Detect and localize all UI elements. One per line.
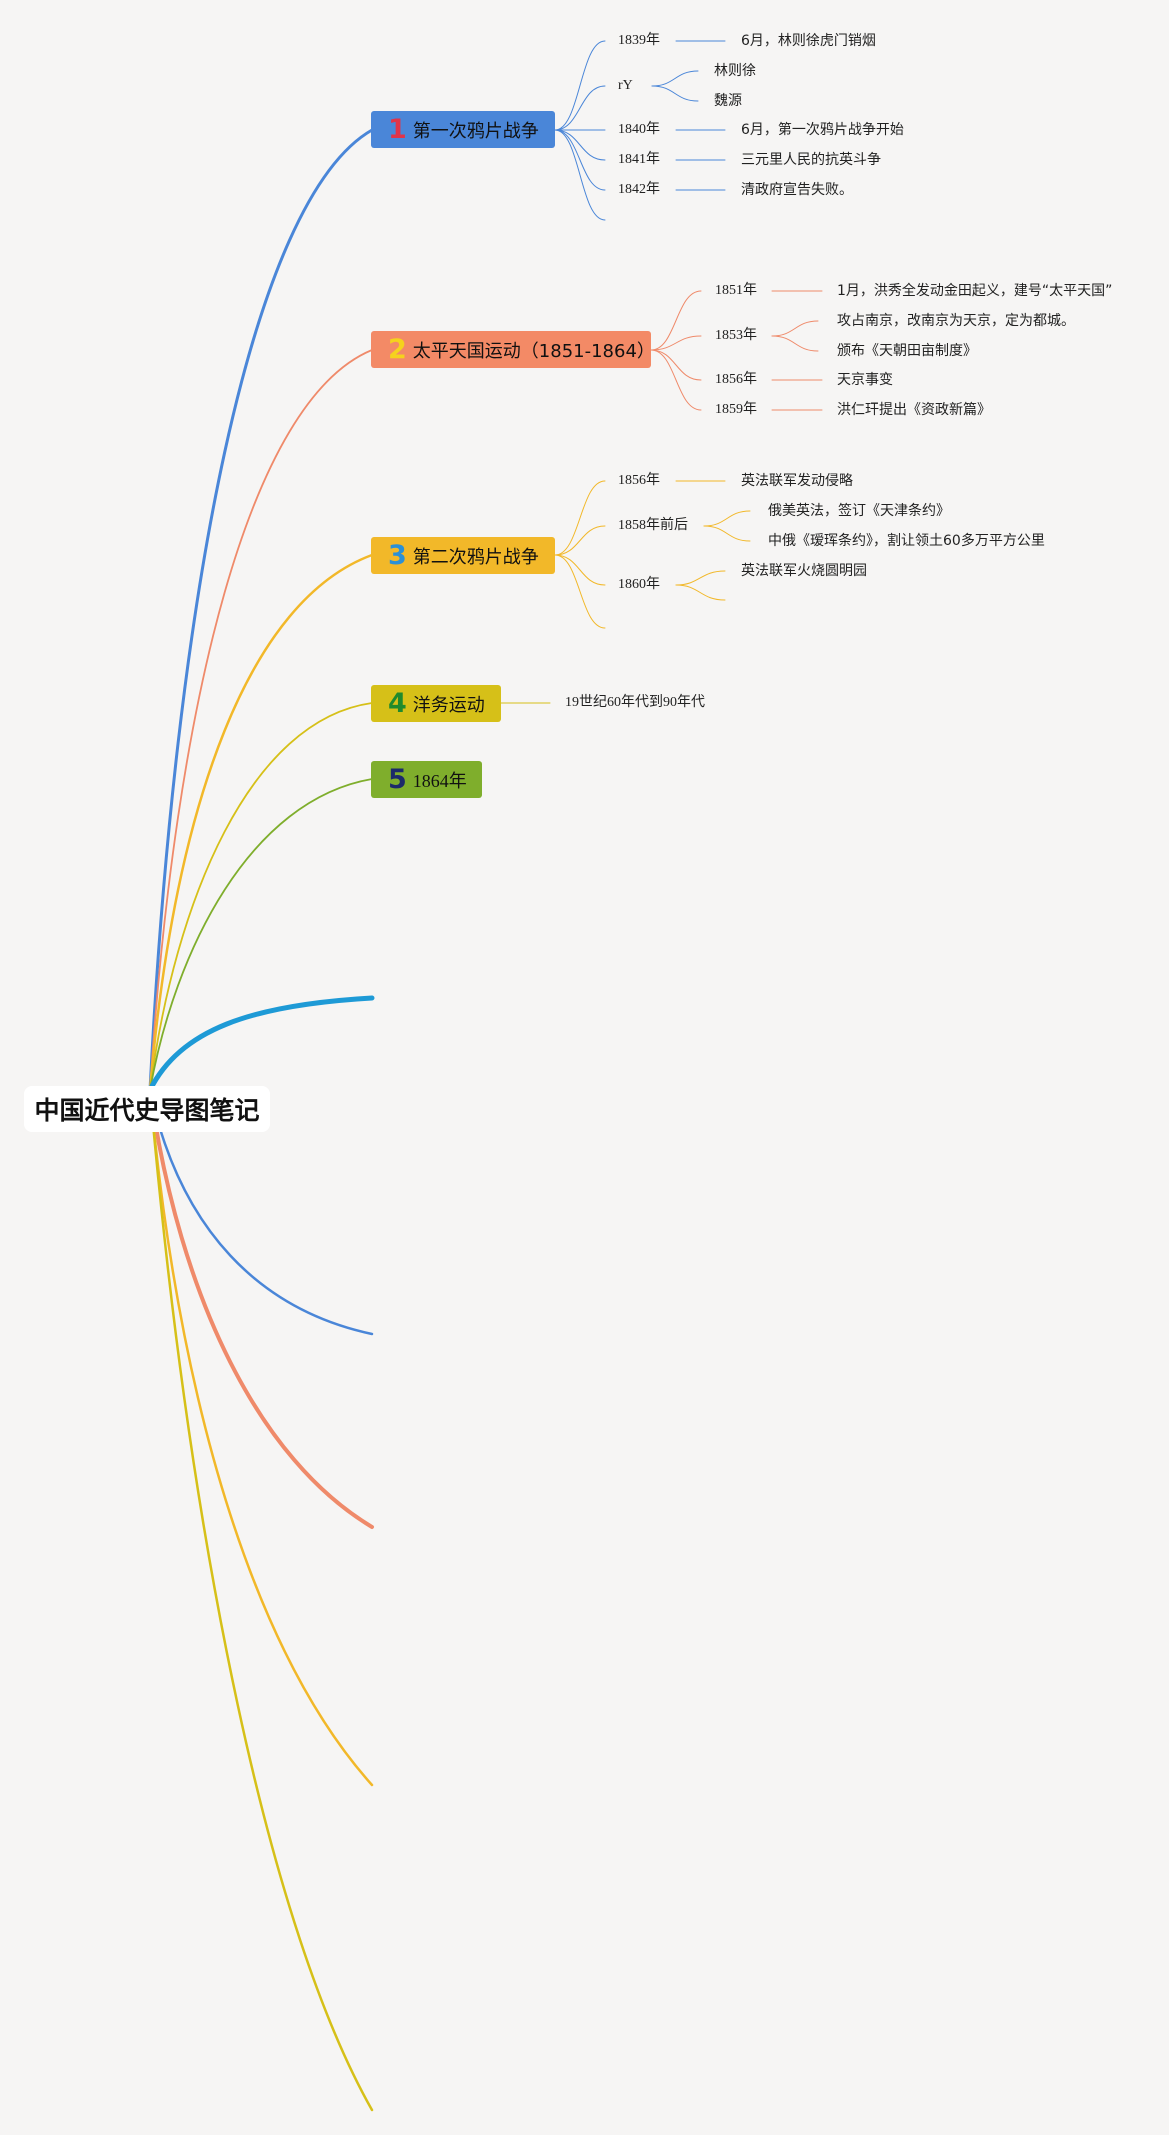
topic-1-node[interactable]: 1 第一次鸦片战争: [371, 111, 555, 148]
topic-1-title: 第一次鸦片战争: [412, 120, 539, 142]
topic-2-sub-1859[interactable]: 洪仁玕提出《资政新篇》: [837, 402, 991, 418]
topic-2-title: 太平天国运动（1851-1864）: [412, 340, 655, 362]
topic-1-sub-1841[interactable]: 三元里人民的抗英斗争: [741, 152, 881, 168]
topic-3-item-1858[interactable]: 1858年前后: [618, 518, 688, 533]
topic-1-sub-1842[interactable]: 清政府宣告失败。: [741, 182, 853, 198]
topic-1-sub-linzexu[interactable]: 林则徐: [714, 63, 756, 79]
topic-1-sub-weiyuan[interactable]: 魏源: [714, 93, 742, 109]
topic-2-sub-1856[interactable]: 天京事变: [837, 372, 893, 388]
root-title: 中国近代史导图笔记: [34, 1096, 260, 1125]
topic-1-item-ry[interactable]: rY: [618, 78, 633, 93]
topic-1-sub-1839[interactable]: 6月，林则徐虎门销烟: [741, 33, 876, 49]
topic-5-node[interactable]: 5 1864年: [371, 761, 482, 798]
number-1-icon: 1: [388, 114, 407, 145]
topic-2-item-1856[interactable]: 1856年: [715, 372, 757, 387]
topic-1-item-1841[interactable]: 1841年: [618, 152, 660, 167]
topic-3-title: 第二次鸦片战争: [412, 546, 539, 568]
topic-3-item-1860[interactable]: 1860年: [618, 577, 660, 592]
topic-2-sub-1851[interactable]: 1月，洪秀全发动金田起义，建号“太平天国”: [837, 283, 1113, 299]
topic-2-item-1859[interactable]: 1859年: [715, 402, 757, 417]
topic-3-sub-1860[interactable]: 英法联军火烧圆明园: [741, 563, 867, 579]
topic-2-sub-1853-b[interactable]: 颁布《天朝田亩制度》: [837, 343, 977, 359]
topic-2-item-1851[interactable]: 1851年: [715, 283, 757, 298]
topic-3-item-1856[interactable]: 1856年: [618, 473, 660, 488]
topic-3-node[interactable]: 3 第二次鸦片战争: [371, 537, 555, 574]
topic-2-item-1853[interactable]: 1853年: [715, 328, 757, 343]
topic-4-title: 洋务运动: [412, 694, 485, 716]
topic-3-sub-1856[interactable]: 英法联军发动侵略: [741, 473, 853, 489]
topic-1-sub-1840[interactable]: 6月，第一次鸦片战争开始: [741, 122, 904, 138]
topic-4-item-period[interactable]: 19世纪60年代到90年代: [565, 695, 705, 710]
topic-1-item-1840[interactable]: 1840年: [618, 122, 660, 137]
topic-1-item-1839[interactable]: 1839年: [618, 33, 660, 48]
number-4-icon: 4: [388, 688, 407, 719]
number-2-icon: 2: [388, 334, 407, 365]
number-5-icon: 5: [388, 764, 407, 795]
root-node[interactable]: 中国近代史导图笔记: [24, 1086, 270, 1132]
topic-2-node[interactable]: 2 太平天国运动（1851-1864）: [371, 331, 655, 368]
topic-3-sub-1858-a[interactable]: 俄美英法，签订《天津条约》: [768, 503, 950, 519]
topic-4-node[interactable]: 4 洋务运动: [371, 685, 501, 722]
topic-3-sub-1858-b[interactable]: 中俄《瑷珲条约》，割让领土60多万平方公里: [768, 533, 1045, 549]
number-3-icon: 3: [388, 540, 407, 571]
topic-1-item-1842[interactable]: 1842年: [618, 182, 660, 197]
topic-5-title: 1864年: [412, 770, 467, 791]
topic-2-sub-1853-a[interactable]: 攻占南京，改南京为天京，定为都城。: [837, 313, 1075, 329]
